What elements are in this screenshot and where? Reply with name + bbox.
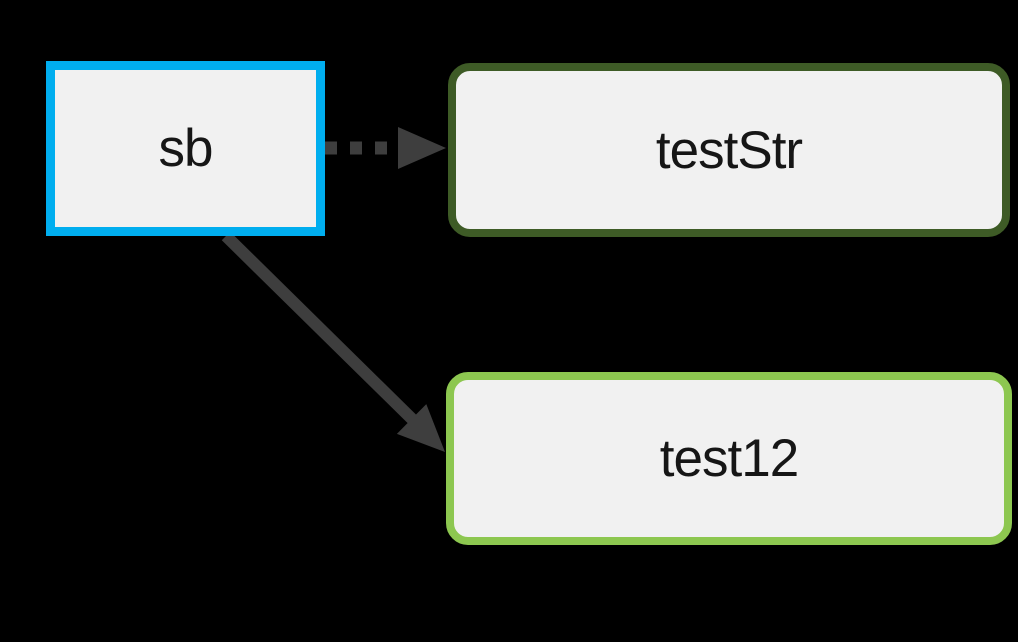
node-teststr-label: testStr (655, 120, 803, 180)
node-sb[interactable]: sb (46, 61, 325, 236)
edge-sb-to-teststr-arrowhead-icon (398, 127, 446, 169)
node-teststr[interactable]: testStr (448, 63, 1010, 237)
edge-sb-to-teststr (325, 127, 446, 169)
edge-sb-to-test12-line (221, 231, 417, 424)
node-test12[interactable]: test12 (446, 372, 1012, 545)
edge-sb-to-test12-arrowhead-icon (396, 404, 445, 452)
node-sb-label: sb (158, 119, 214, 178)
edge-sb-to-test12 (221, 231, 445, 452)
node-test12-label: test12 (659, 429, 799, 488)
